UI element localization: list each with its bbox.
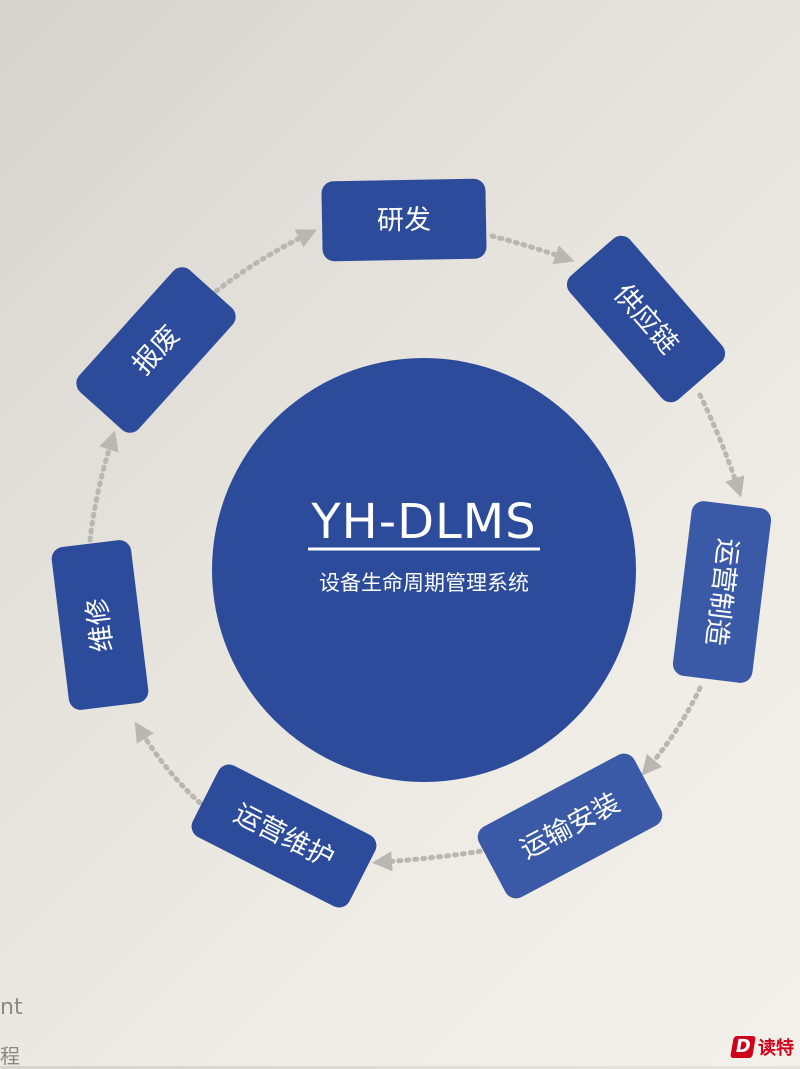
watermark: D 读特 bbox=[730, 1034, 794, 1060]
arrow-maintenance-to-repair bbox=[134, 721, 209, 811]
center-hub: YH-DLMS 设备生命周期管理系统 bbox=[212, 358, 636, 782]
stage-label: 维修 bbox=[82, 596, 119, 653]
stage-manufacturing: 运营制造 bbox=[672, 501, 772, 683]
arrow-transport-to-maintenance bbox=[372, 847, 491, 872]
stage-box bbox=[477, 753, 663, 899]
stage-box bbox=[672, 501, 772, 683]
center-circle bbox=[212, 358, 636, 782]
arrow-manufacturing-to-transport bbox=[641, 685, 703, 776]
corner-text-line2: 程 bbox=[0, 1044, 20, 1068]
stage-box bbox=[191, 764, 377, 908]
arrow-research-to-supply bbox=[489, 233, 575, 265]
arrow-repair-to-scrap bbox=[87, 430, 119, 543]
arrow-scrap-to-research bbox=[207, 229, 317, 299]
stage-repair: 维修 bbox=[51, 540, 149, 710]
stage-label: 研发 bbox=[377, 205, 432, 237]
stage-supply-chain: 供应链 bbox=[566, 235, 726, 403]
stage-scrap: 报废 bbox=[76, 267, 236, 433]
cycle-arrows bbox=[87, 229, 745, 872]
stage-operations-maintenance: 运营维护 bbox=[191, 764, 377, 908]
stage-box bbox=[321, 178, 487, 262]
corner-text-line1: nt bbox=[0, 995, 23, 1020]
arrow-supply-to-manufacturing bbox=[697, 392, 745, 498]
center-subtitle: 设备生命周期管理系统 bbox=[319, 571, 529, 595]
stage-research: 研发 bbox=[321, 178, 487, 262]
watermark-text: 读特 bbox=[758, 1038, 794, 1059]
stage-transport-installation: 运输安装 bbox=[477, 753, 663, 899]
watermark-logo-icon: D bbox=[730, 1036, 756, 1058]
stage-box bbox=[51, 540, 149, 710]
stage-box bbox=[566, 235, 726, 403]
center-title: YH-DLMS bbox=[310, 494, 536, 550]
stage-box bbox=[76, 267, 236, 433]
